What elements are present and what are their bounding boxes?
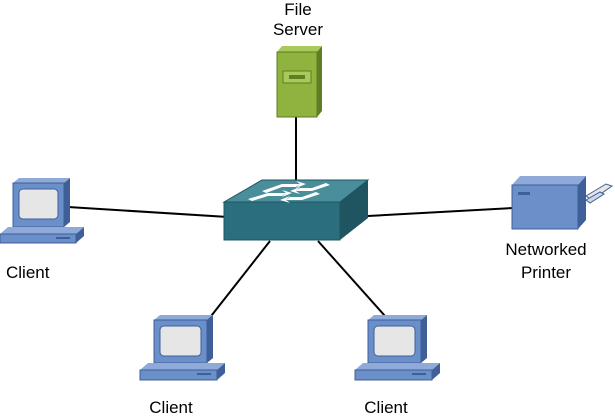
client-left-label: Client [6,263,50,282]
file-server-label-line2: Server [272,20,324,39]
client-bottom-right-label: Client [364,398,408,417]
link-client-left-switch [67,206,229,218]
link-printer-switch [367,207,514,217]
client-bottom-right-icon [354,315,440,381]
link-client-bottom-right-switch [317,240,386,317]
links [67,117,514,321]
client-left-icon [0,178,84,244]
client-bottom-left-icon [139,315,225,381]
printer-label-line1: Networked [505,240,587,259]
printer-label-line2: Printer [520,263,572,282]
file-server-icon [276,46,322,118]
client-bottom-left-label: Client [149,398,193,417]
link-client-bottom-left-switch [207,240,271,321]
file-server-label-line1: File [284,0,312,19]
printer-icon [511,176,614,230]
switch-icon [222,179,370,241]
